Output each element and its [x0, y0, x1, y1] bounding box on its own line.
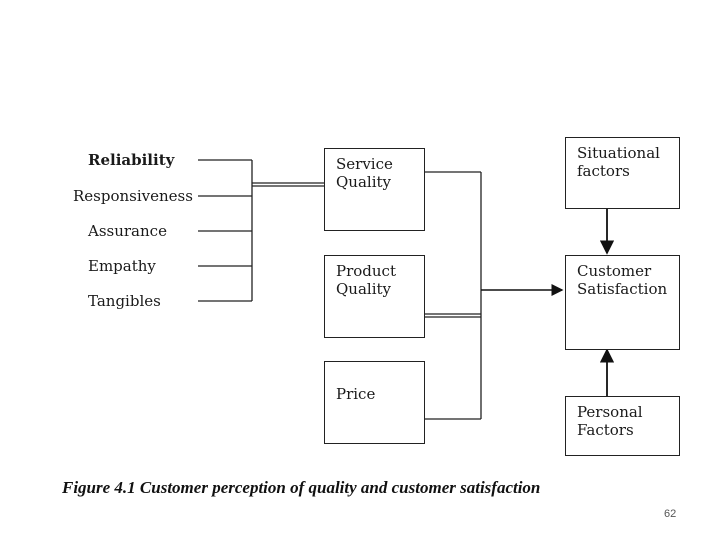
- figure-caption: Figure 4.1 Customer perception of qualit…: [62, 478, 541, 497]
- dimension-assurance: Assurance: [88, 222, 167, 240]
- situational-factors-label-line2: factors: [577, 162, 630, 180]
- service-quality-label-line2: Quality: [336, 173, 391, 191]
- dimension-responsiveness: Responsiveness: [73, 187, 193, 205]
- customer-satisfaction-label-line1: Customer: [577, 262, 652, 280]
- price-label: Price: [336, 385, 376, 403]
- customer-satisfaction-box: Customer Satisfaction: [565, 255, 680, 350]
- service-quality-label-line1: Service: [336, 155, 393, 173]
- page-number: 62: [664, 508, 677, 520]
- dimension-empathy: Empathy: [88, 257, 156, 275]
- product-quality-box: Product Quality: [324, 255, 425, 338]
- product-quality-label-line2: Quality: [336, 280, 391, 298]
- personal-factors-label-line2: Factors: [577, 421, 634, 439]
- price-box: Price: [324, 361, 425, 444]
- customer-satisfaction-label-line2: Satisfaction: [577, 280, 668, 298]
- service-quality-box: Service Quality: [324, 148, 425, 231]
- situational-factors-box: Situational factors: [565, 137, 680, 209]
- personal-factors-box: Personal Factors: [565, 396, 680, 456]
- dimension-tangibles: Tangibles: [88, 292, 161, 310]
- product-quality-label-line1: Product: [336, 262, 396, 280]
- situational-factors-label-line1: Situational: [577, 144, 660, 162]
- dimension-reliability: Reliability: [88, 151, 175, 169]
- personal-factors-label-line1: Personal: [577, 403, 643, 421]
